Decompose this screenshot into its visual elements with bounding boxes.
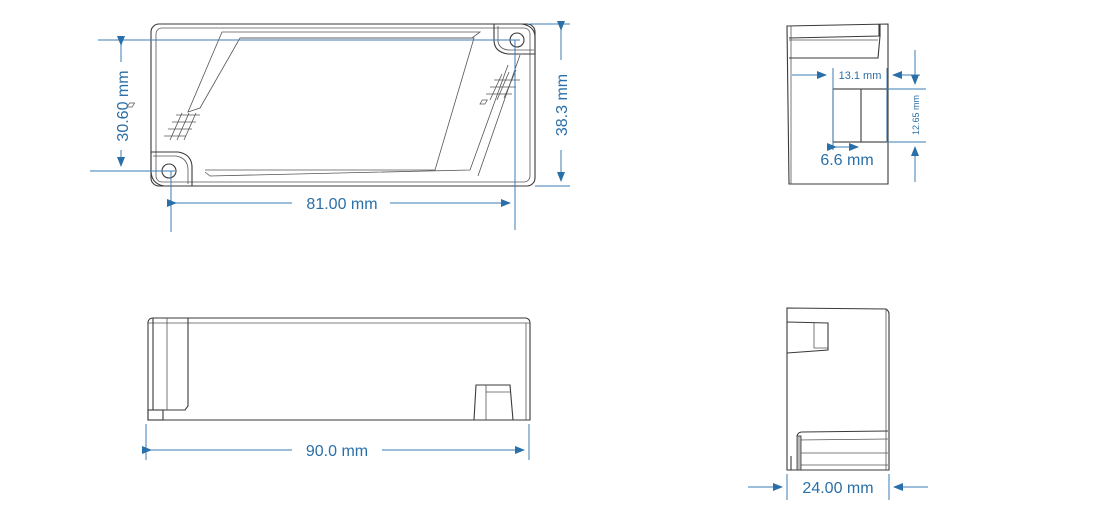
vent-pattern-right	[479, 69, 520, 105]
dim-hole-horizontal: 81.00 mm	[306, 196, 377, 213]
dim-overall-width: 24.00 mm	[802, 480, 873, 497]
dim-overall-length: 90.0 mm	[306, 443, 368, 460]
dim-slot-width: 6.6 mm	[820, 152, 873, 169]
front-view: 90.0 mm	[142, 317, 531, 460]
dim-opening-width: 13.1 mm	[839, 70, 882, 82]
front-view-tab	[473, 384, 514, 421]
dim-hole-vertical: 30.60 mm	[115, 70, 132, 141]
dim-opening-height: 12.65 mm	[911, 95, 921, 135]
top-view: 30.60 mm 38.3 mm 81.00 mm	[90, 21, 571, 232]
end-view: 24.00 mm	[748, 307, 928, 500]
dim-overall-height: 38.3 mm	[554, 74, 571, 136]
vent-pattern-left	[126, 102, 200, 141]
end-view-connector: 13.1 mm 12.65 mm 6.6 mm	[786, 23, 926, 185]
